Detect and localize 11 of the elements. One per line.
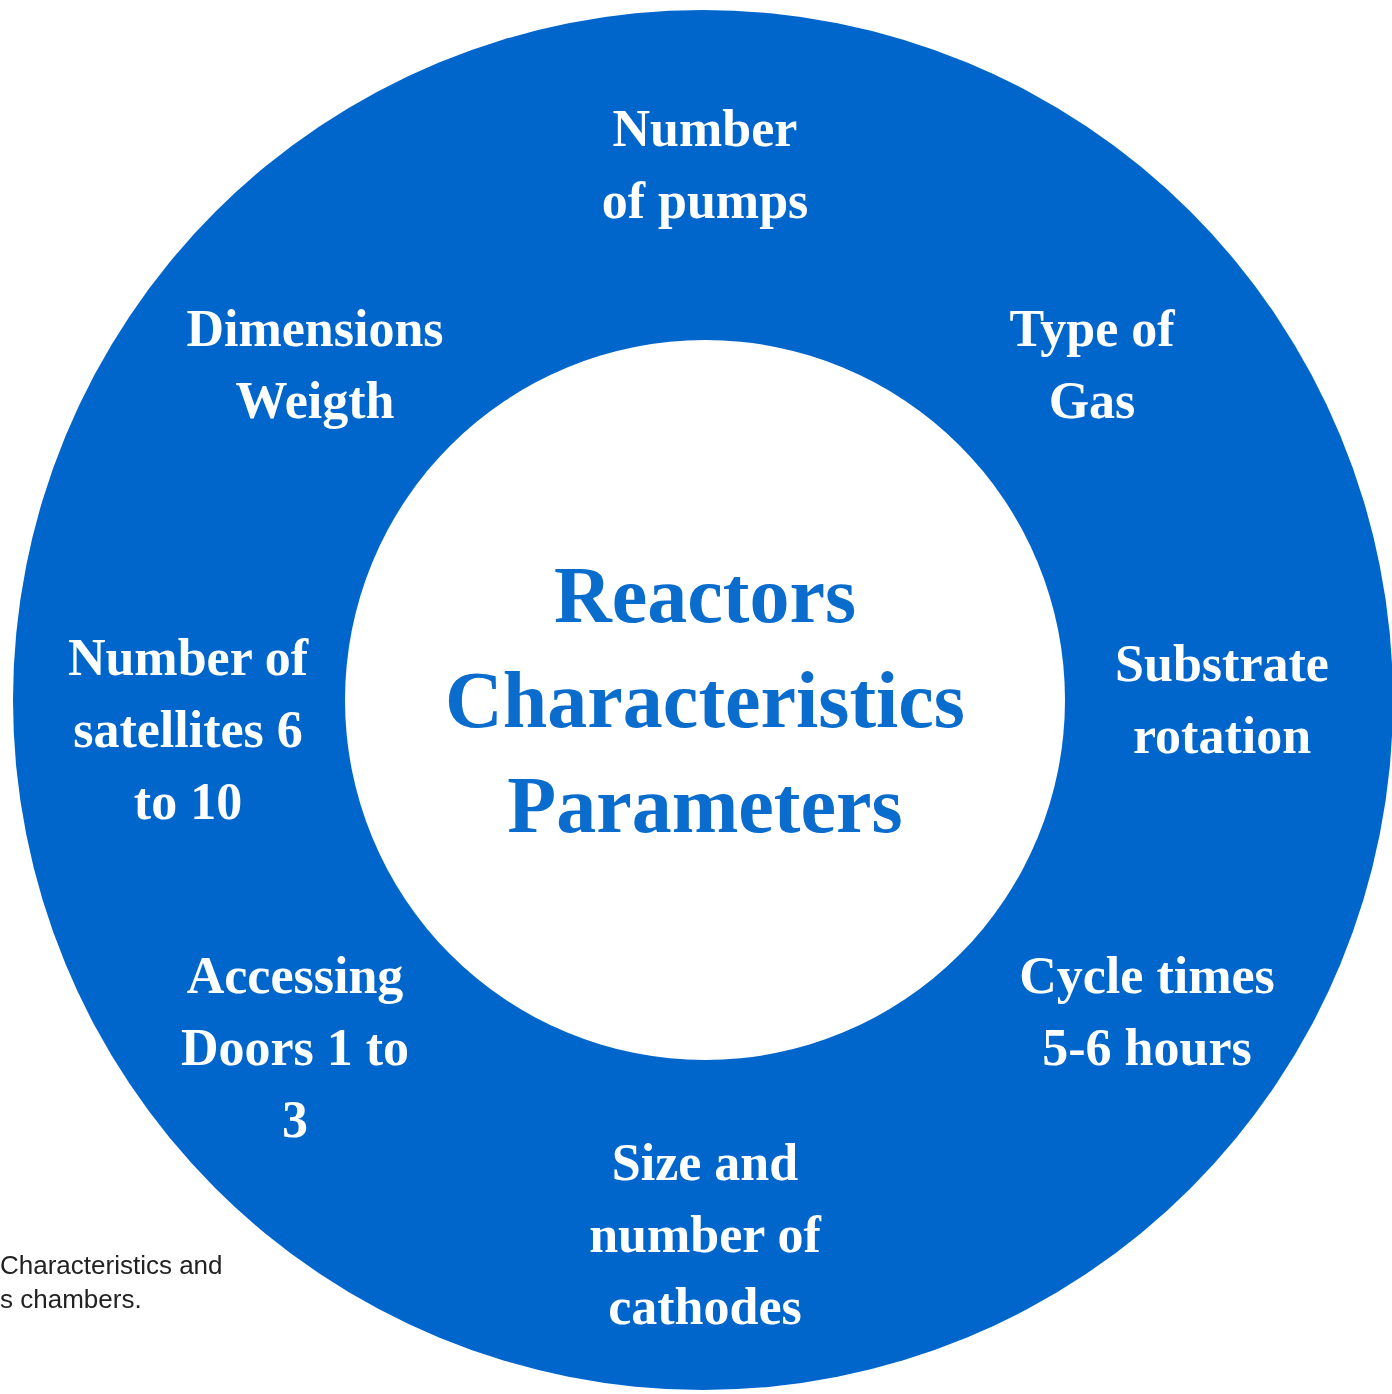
parameter-label: Substrate rotation	[1114, 634, 1330, 766]
center-title: Reactors Characteristics Parameters	[444, 549, 966, 851]
parameter-label: Number of satellites 6 to 10	[66, 628, 310, 832]
parameter-label: Dimensions Weigth	[185, 299, 445, 431]
parameter-label: Cycle times 5-6 hours	[1018, 946, 1276, 1078]
parameter-label: Size and number of cathodes	[588, 1133, 823, 1337]
caption-text: Characteristics and	[0, 1250, 223, 1281]
parameter-label: Accessing Doors 1 to 3	[179, 946, 411, 1150]
parameter-label: Type of Gas	[1008, 299, 1176, 431]
parameter-label: Number of pumps	[600, 99, 810, 231]
caption-text: s chambers.	[0, 1284, 142, 1315]
